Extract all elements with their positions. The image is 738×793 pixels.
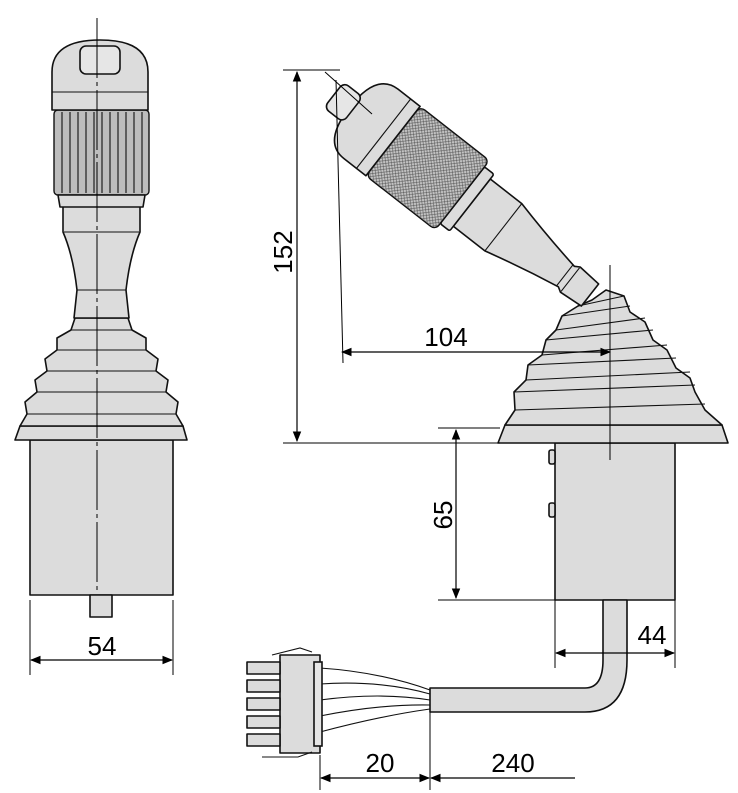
- front-bellows-ribs: [27, 329, 176, 415]
- dim-label-152: 152: [268, 230, 298, 273]
- front-handle-neck: [62, 204, 141, 319]
- dim-label-20: 20: [366, 748, 395, 778]
- side-base-housing: [554, 442, 676, 601]
- connector-wires: [319, 667, 431, 733]
- front-flange: [14, 425, 188, 441]
- side-bellows: [504, 289, 723, 426]
- side-push-button: [325, 83, 362, 121]
- dim-label-240: 240: [491, 748, 534, 778]
- side-cable: [429, 599, 628, 713]
- dim-104: 104: [340, 322, 612, 357]
- dim-65: 65: [428, 427, 555, 601]
- dim-54: 54: [29, 600, 174, 675]
- dim-label-54: 54: [88, 631, 117, 661]
- side-view: [246, 71, 729, 758]
- front-bellows: [19, 317, 184, 427]
- dim-label-104: 104: [424, 322, 467, 352]
- dim-label-44: 44: [638, 620, 667, 650]
- dim-44: 44: [554, 600, 676, 668]
- front-view: [14, 18, 188, 618]
- dim-152: 152: [268, 69, 500, 444]
- front-shaft-stub: [89, 594, 113, 618]
- connector-plug: [246, 647, 323, 758]
- side-handle-neck: [452, 178, 600, 307]
- front-push-button: [79, 45, 121, 75]
- side-flange: [497, 424, 729, 444]
- front-knurl-lines: [61, 112, 143, 193]
- dim-label-65: 65: [428, 501, 458, 530]
- front-collar: [57, 194, 146, 208]
- dim-20-240: 20 240: [319, 712, 575, 790]
- front-base-housing: [29, 439, 174, 596]
